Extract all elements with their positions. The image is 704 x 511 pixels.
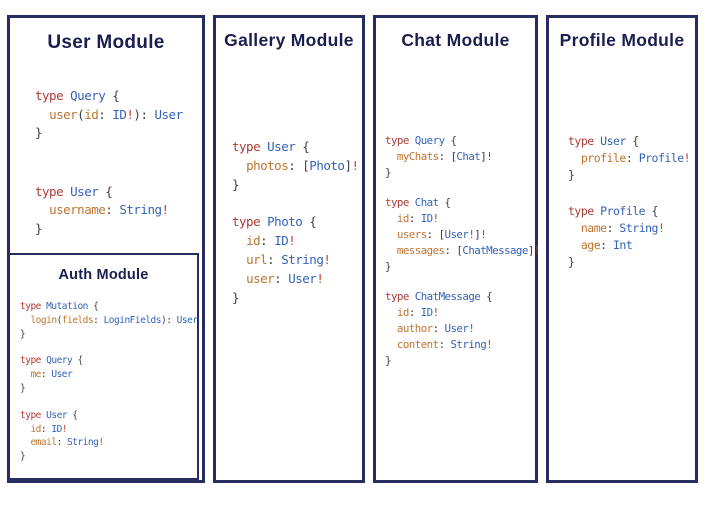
code-line: content: String! bbox=[396, 338, 493, 351]
code-line: type Chat { bbox=[385, 196, 451, 209]
code-block: type Query { me: User} bbox=[20, 354, 198, 395]
code-line: type Photo { bbox=[232, 214, 317, 229]
code-line: } bbox=[568, 168, 575, 182]
code-block: type User { photos: [Photo]!} bbox=[232, 137, 359, 194]
code-line: type User { bbox=[20, 409, 78, 421]
code-block: type Query { user(id: ID!): User} bbox=[35, 87, 183, 143]
code-line: type ChatMessage { bbox=[385, 290, 493, 303]
profile-module-title: Profile Module bbox=[559, 30, 685, 50]
code-line: users: [User!]! bbox=[396, 228, 487, 241]
code-line: age: Int bbox=[580, 238, 633, 252]
code-block: type ChatMessage { id: ID! author: User!… bbox=[385, 289, 540, 369]
code-block: type User { username: String!} bbox=[35, 183, 183, 239]
code-line: id: ID! bbox=[396, 212, 439, 225]
code-line: } bbox=[232, 177, 240, 192]
code-line: type Query { bbox=[35, 88, 120, 103]
profile-module-code: type User { profile: Profile!}type Profi… bbox=[568, 133, 691, 290]
user-module-panel: User Module type Query { user(id: ID!): … bbox=[7, 15, 205, 483]
code-block: type Mutation { login(fields: LoginField… bbox=[20, 300, 198, 341]
code-line: } bbox=[20, 451, 26, 463]
user-module-code: type Query { user(id: ID!): User}type Us… bbox=[35, 87, 183, 278]
code-line: id: ID! bbox=[396, 306, 439, 319]
chat-module-code: type Query { myChats: [Chat]!}type Chat … bbox=[385, 133, 540, 383]
auth-module-title: Auth Module bbox=[58, 267, 149, 283]
code-line: } bbox=[385, 354, 391, 367]
code-line: me: User bbox=[30, 369, 73, 381]
auth-module-panel: Auth Module type Mutation { login(fields… bbox=[8, 253, 199, 480]
gallery-module-panel: Gallery Module type User { photos: [Phot… bbox=[213, 15, 365, 483]
code-line: type Mutation { bbox=[20, 301, 99, 312]
code-block: type User { id: ID! email: String!} bbox=[20, 409, 198, 464]
code-line: } bbox=[35, 125, 43, 140]
code-line: type User { bbox=[568, 134, 639, 148]
code-line: id: ID! bbox=[246, 233, 296, 248]
chat-module-panel: Chat Module type Query { myChats: [Chat]… bbox=[373, 15, 540, 483]
code-block: type User { profile: Profile!} bbox=[568, 133, 691, 184]
code-line: photos: [Photo]! bbox=[246, 158, 359, 173]
code-line: id: ID! bbox=[30, 423, 68, 435]
code-line: } bbox=[35, 220, 43, 236]
code-line: } bbox=[232, 290, 240, 305]
code-line: myChats: [Chat]! bbox=[396, 150, 493, 163]
code-block: type Profile { name: String! age: Int} bbox=[568, 203, 690, 271]
code-block: type Photo { id: ID! url: String! user: … bbox=[232, 212, 359, 307]
code-line: type Profile { bbox=[568, 204, 658, 218]
code-line: type User { bbox=[35, 183, 113, 199]
gallery-module-code: type User { photos: [Photo]!}type Photo … bbox=[232, 137, 359, 325]
code-line: } bbox=[20, 382, 26, 394]
code-block: type Query { myChats: [Chat]!} bbox=[385, 133, 540, 181]
code-line: } bbox=[385, 166, 391, 179]
code-line: } bbox=[385, 260, 391, 273]
code-line: profile: Profile! bbox=[580, 151, 691, 165]
code-line: author: User! bbox=[396, 322, 475, 335]
code-line: email: String! bbox=[30, 437, 104, 449]
code-line: messages: [ChatMessage]! bbox=[396, 244, 540, 257]
code-line: user(id: ID!): User bbox=[49, 106, 183, 122]
code-line: url: String! bbox=[246, 252, 331, 267]
code-line: type User { bbox=[232, 139, 310, 154]
code-block: type Chat { id: ID! users: [User!]! mess… bbox=[385, 195, 540, 275]
code-line: user: User! bbox=[246, 271, 324, 286]
gallery-module-title: Gallery Module bbox=[224, 30, 354, 50]
profile-module-panel: Profile Module type User { profile: Prof… bbox=[546, 15, 698, 483]
code-line: type Query { bbox=[20, 355, 83, 367]
code-line: type Query { bbox=[385, 134, 457, 147]
code-line: } bbox=[20, 328, 26, 340]
code-line: login(fields: LoginFields): User bbox=[30, 314, 198, 326]
user-module-title: User Module bbox=[47, 32, 165, 53]
auth-module-code: type Mutation { login(fields: LoginField… bbox=[20, 300, 198, 477]
code-line: } bbox=[568, 255, 575, 269]
code-line: name: String! bbox=[580, 221, 665, 235]
code-line: username: String! bbox=[49, 202, 169, 217]
chat-module-title: Chat Module bbox=[401, 30, 510, 50]
